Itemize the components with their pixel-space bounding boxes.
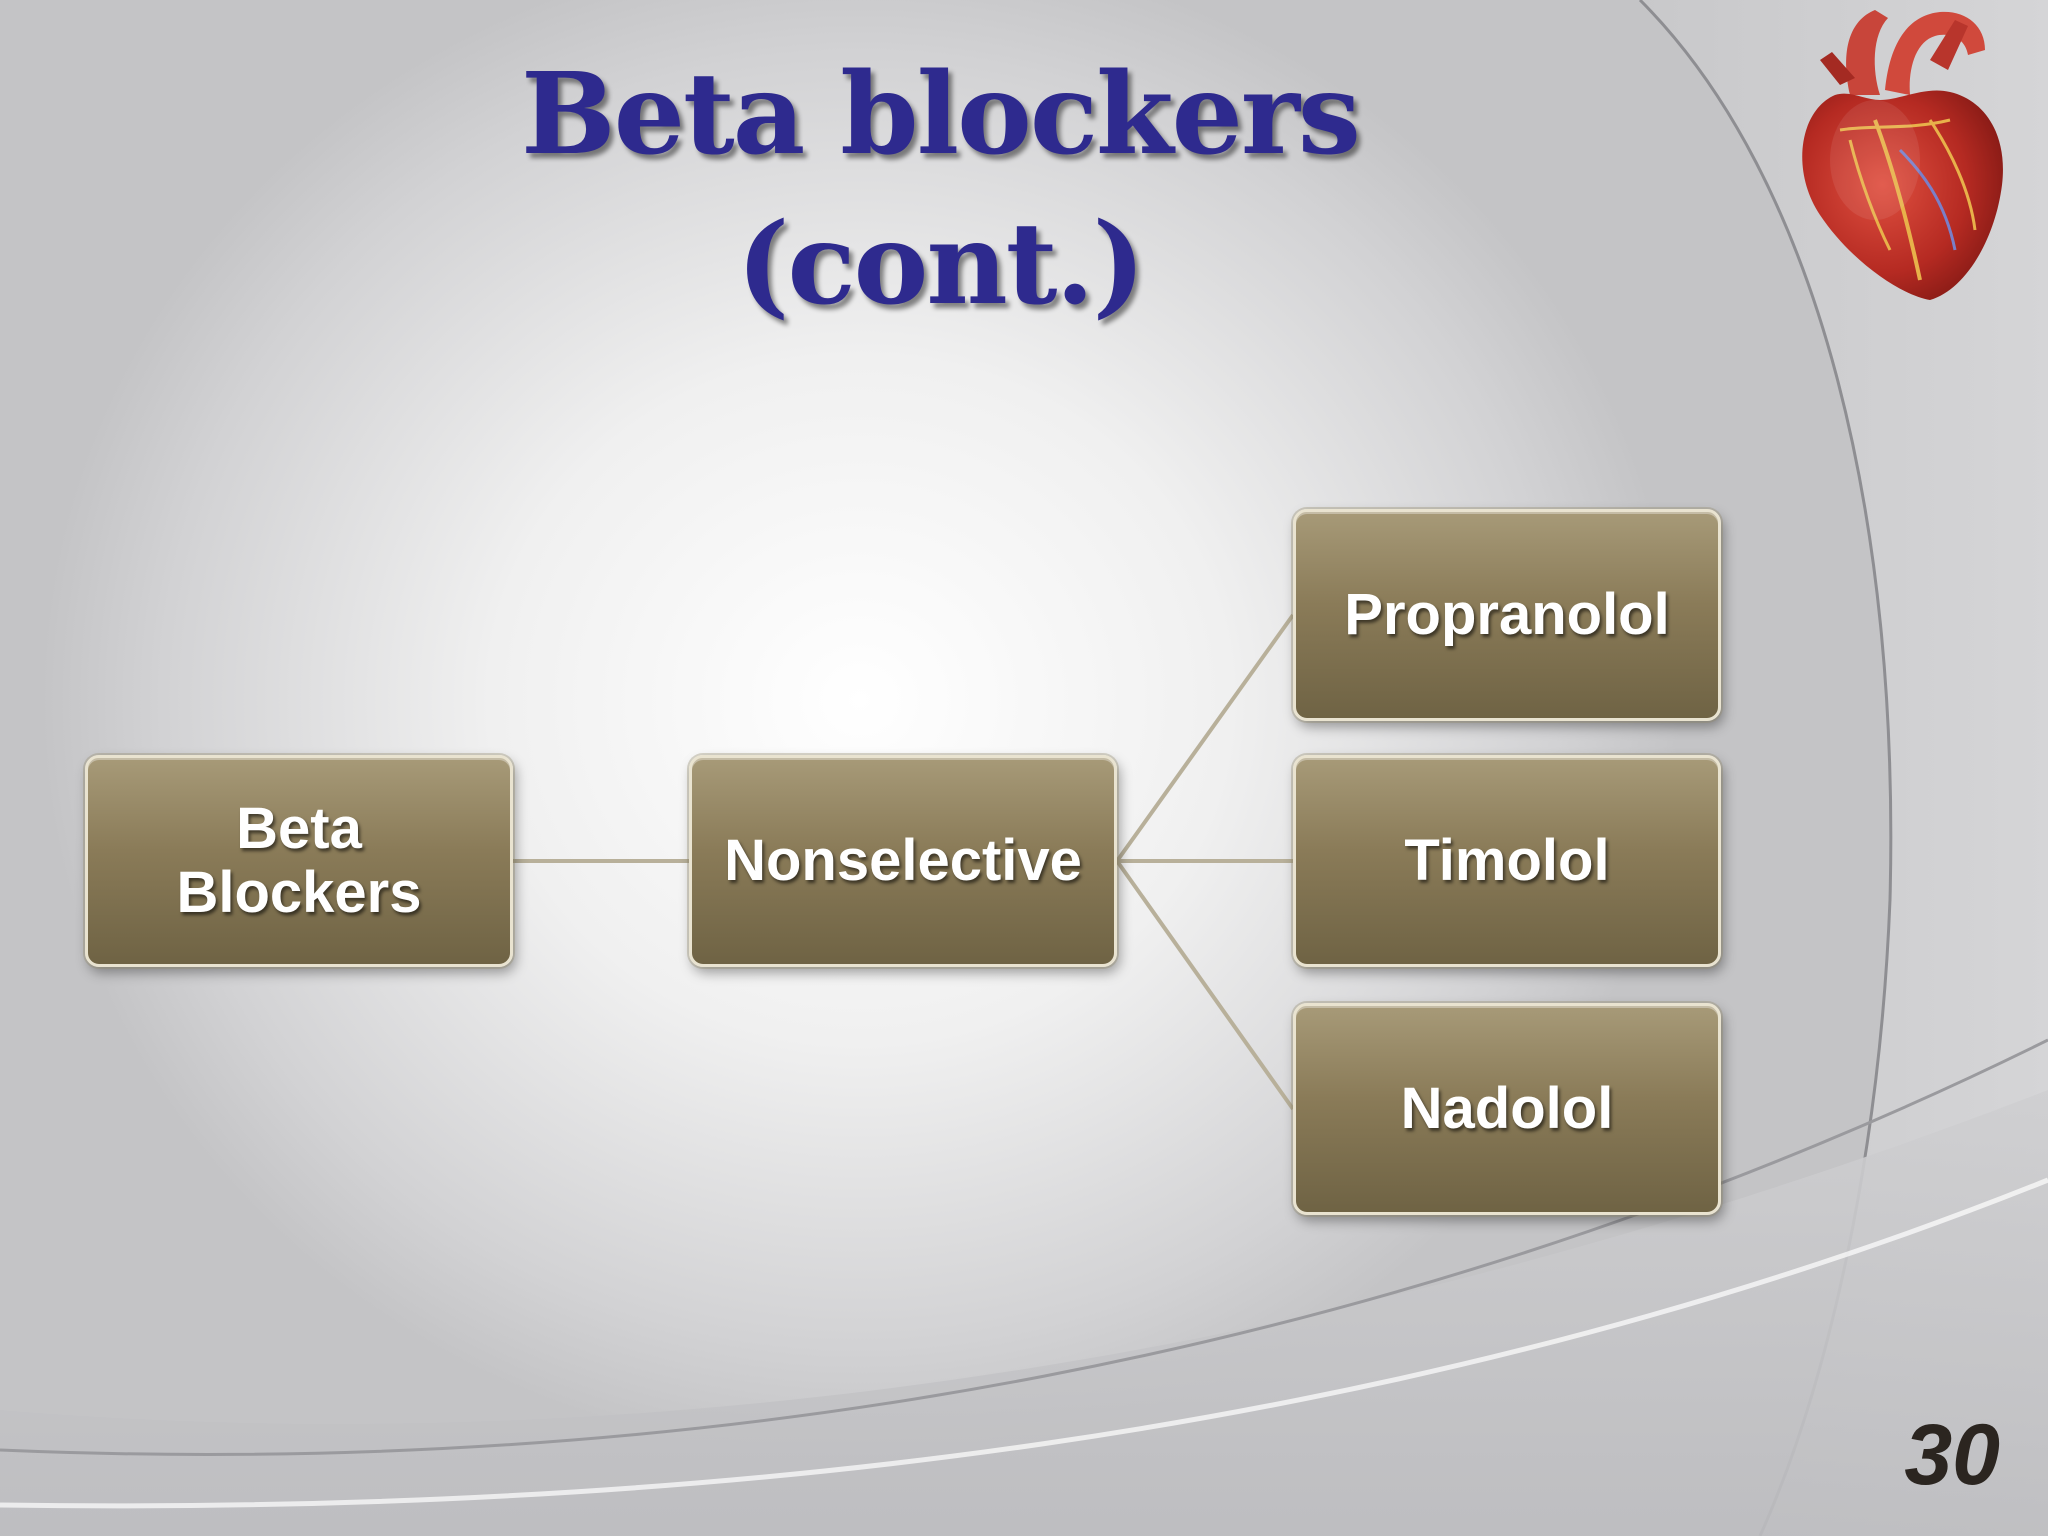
- node-label: Nonselective: [724, 828, 1082, 893]
- node-timolol: Timolol: [1293, 755, 1721, 967]
- slide-title-line-1: Beta blockers: [521, 49, 1361, 180]
- node-nonselective: Nonselective: [689, 755, 1117, 967]
- heart-illustration-icon: [1802, 10, 2003, 300]
- node-label: Nadolol: [1400, 1076, 1614, 1141]
- node-label: Timolol: [1404, 828, 1610, 893]
- slide-page-number: 30: [1904, 1407, 2000, 1503]
- connector-category-to-nadolol: [1115, 859, 1295, 1111]
- node-label: Propranolol: [1344, 582, 1670, 647]
- node-label: Beta Blockers: [176, 796, 422, 925]
- slide-title: Beta blockers (cont.): [440, 40, 1440, 340]
- node-beta-blockers: Beta Blockers: [85, 755, 513, 967]
- connector-category-to-propranolol: [1115, 613, 1295, 863]
- node-propranolol: Propranolol: [1293, 509, 1721, 721]
- slide-title-line-2: (cont.): [736, 199, 1145, 330]
- node-nadolol: Nadolol: [1293, 1003, 1721, 1215]
